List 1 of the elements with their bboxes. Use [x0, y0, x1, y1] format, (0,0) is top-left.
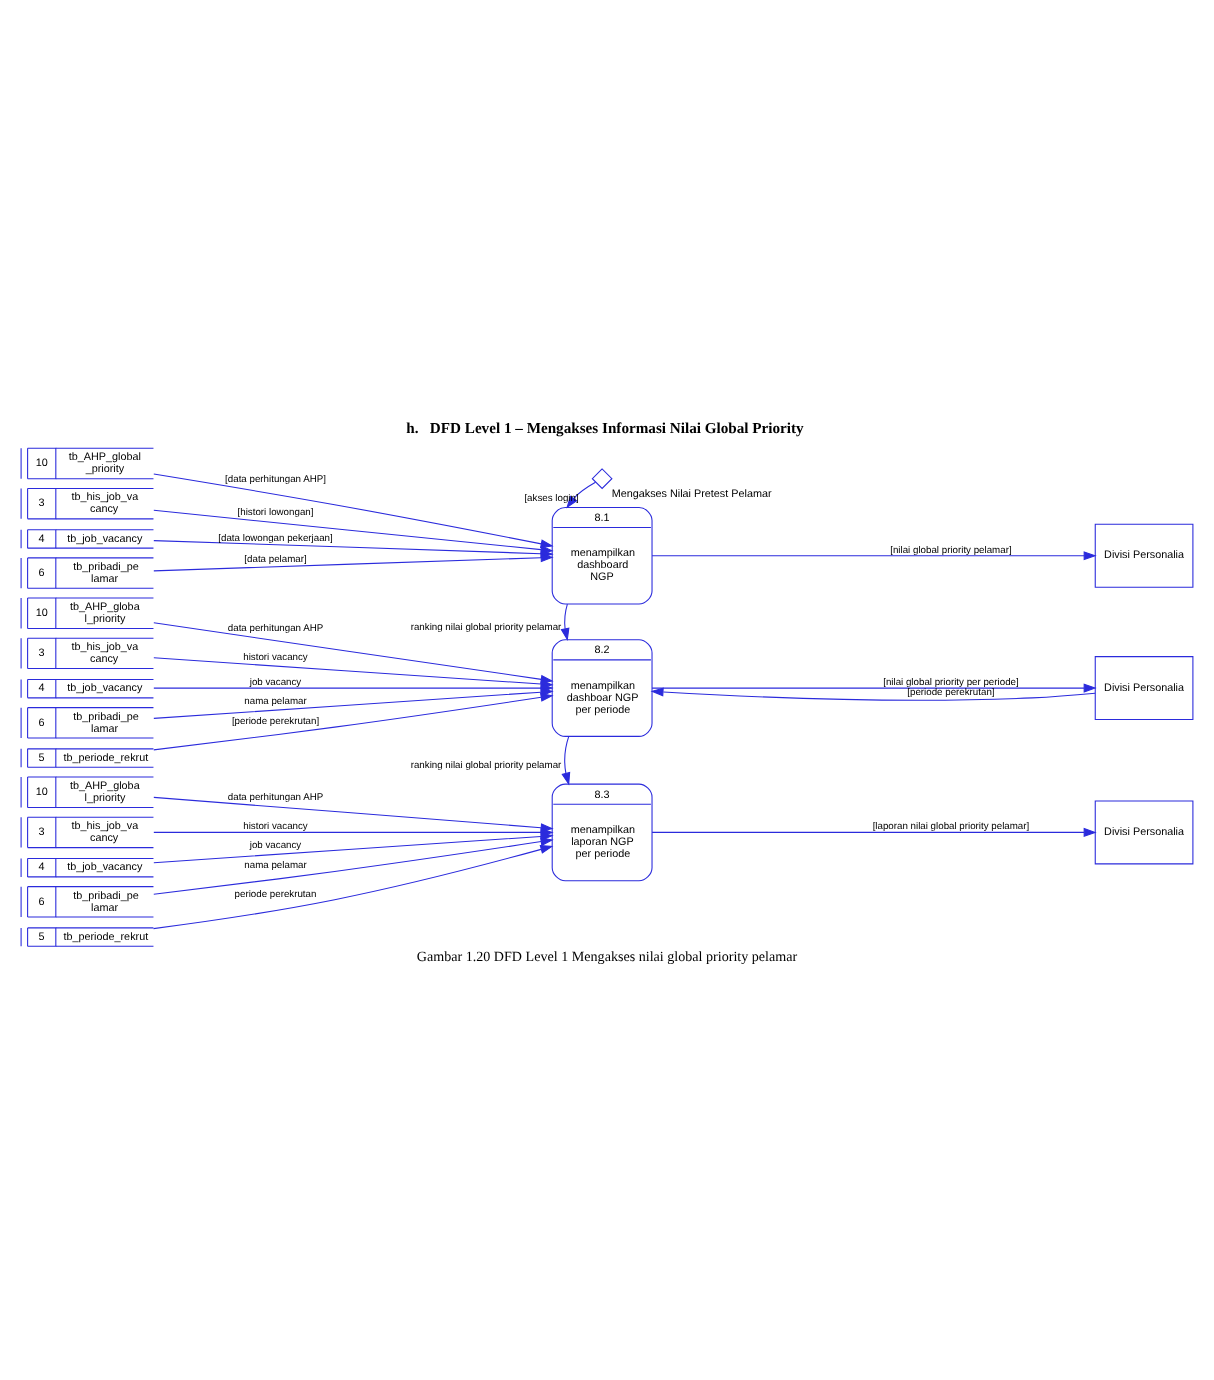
diagram-title: h. DFD Level 1 – Mengakses Informasi Nilai Global Priority — [406, 418, 804, 437]
